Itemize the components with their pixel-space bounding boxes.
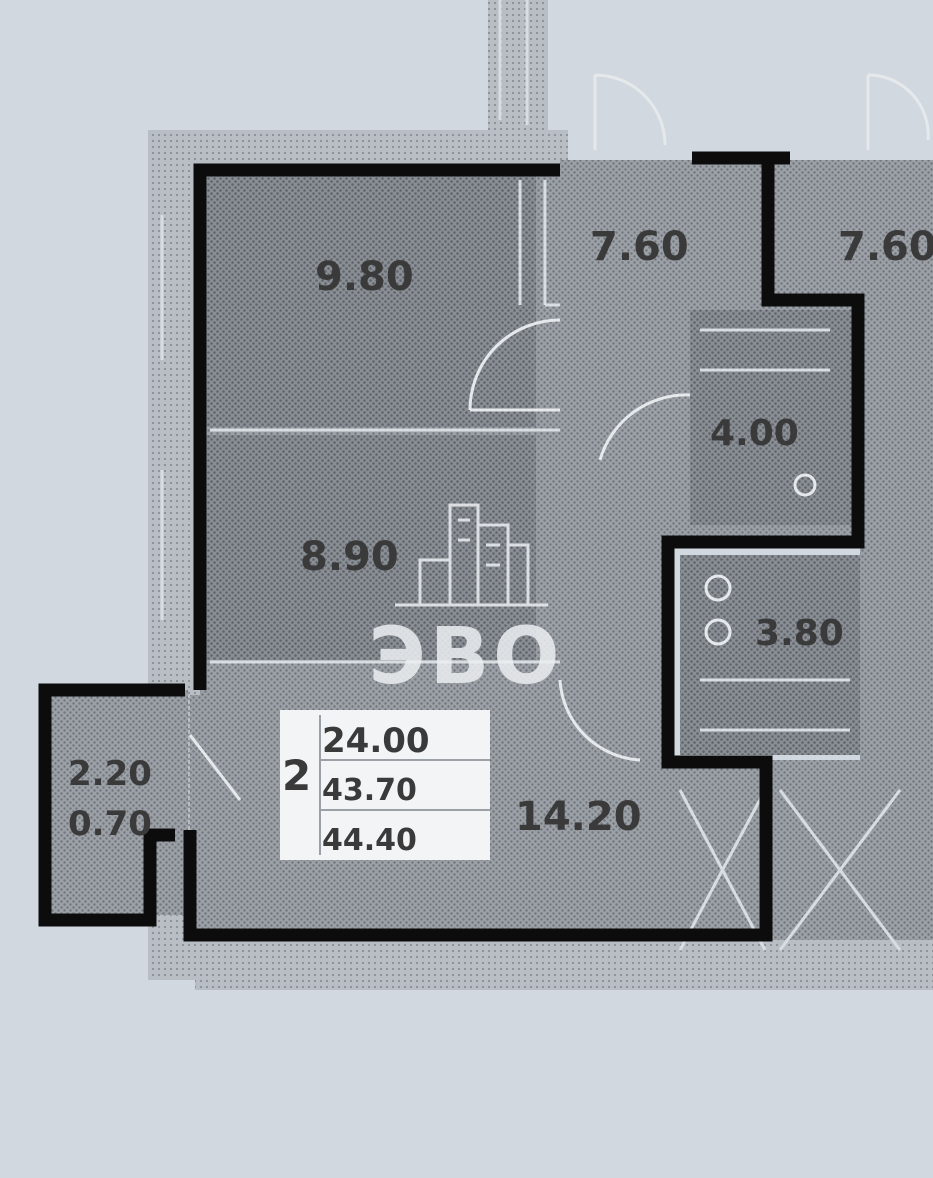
apartment-summary: 2 24.00 43.70 44.40 xyxy=(280,710,490,860)
balcony-area-label: 2.20 xyxy=(68,754,152,794)
room-count: 2 xyxy=(282,751,311,800)
total-area: 44.40 xyxy=(322,823,417,858)
neighbor-area-bottom xyxy=(770,760,933,940)
corridor-label: 7.60 xyxy=(590,224,689,270)
bathroom-label: 4.00 xyxy=(710,413,799,454)
balcony-area xyxy=(48,690,188,915)
logo-watermark: ЭВО xyxy=(368,503,563,702)
building-logo-icon xyxy=(395,503,548,607)
logo-text: ЭВО xyxy=(368,612,563,702)
area-without-balcony: 43.70 xyxy=(322,773,417,808)
wc-area xyxy=(680,555,860,755)
room-labels: 9.80 8.90 14.20 7.60 7.60 4.00 3.80 2.20… xyxy=(68,224,933,844)
door-swings xyxy=(188,73,930,801)
room-a-label: 9.80 xyxy=(315,254,414,300)
bathroom-area xyxy=(690,310,855,525)
room-b-label: 8.90 xyxy=(300,534,399,580)
room-a-area xyxy=(206,172,536,427)
room-b-area xyxy=(206,435,536,660)
neighbor-area xyxy=(780,160,933,300)
apartment-floor xyxy=(48,160,933,940)
hall-label: 14.20 xyxy=(515,794,642,840)
partitions xyxy=(210,180,902,951)
wc-label: 3.80 xyxy=(755,613,844,654)
balcony-coef-label: 0.70 xyxy=(68,804,152,844)
living-area: 24.00 xyxy=(322,721,430,761)
neighbor-corridor-label: 7.60 xyxy=(838,224,933,270)
walls xyxy=(38,151,865,942)
